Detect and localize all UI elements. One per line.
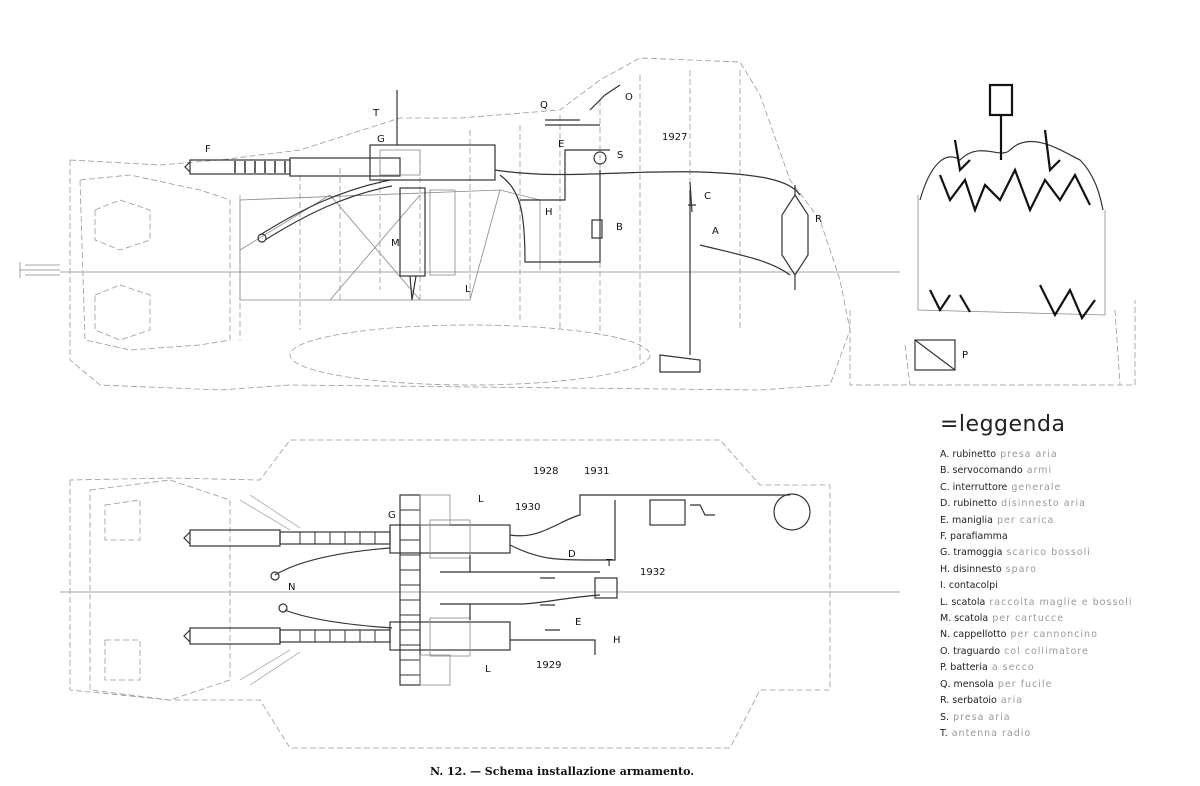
- callout-C: C: [704, 191, 711, 202]
- legend-list: A. rubinetto presa aria B. servocomando …: [940, 447, 1180, 742]
- callout-D: D: [568, 549, 576, 560]
- callout-1929: 1929: [536, 660, 561, 671]
- legend-item: D. rubinetto disinnesto aria: [940, 498, 1086, 510]
- callout-L-plan-bottom: L: [485, 664, 491, 675]
- legend-title: =leggenda: [940, 412, 1066, 437]
- legend-item: A. rubinetto presa aria: [940, 449, 1058, 460]
- callout-E-plan: E: [575, 617, 581, 628]
- callout-S: S: [617, 150, 623, 161]
- figure-caption: N. 12. — Schema installazione armamento.: [430, 765, 695, 778]
- legend-item: I. contacolpi: [940, 580, 998, 592]
- callout-1932: 1932: [640, 567, 665, 578]
- callout-Q: Q: [540, 100, 548, 111]
- callout-L-plan-top: L: [478, 494, 484, 505]
- plan-upper-gun: [183, 519, 511, 559]
- callout-G: G: [377, 134, 385, 145]
- callout-O: O: [625, 92, 633, 103]
- legend-item: G. tramoggia scarico bossoli: [940, 547, 1091, 559]
- legend-item: C. interruttore generale: [940, 481, 1062, 493]
- legend-item: R. serbatoio aria: [940, 695, 1024, 707]
- callout-1928: 1928: [533, 466, 558, 477]
- side-view: [19, 57, 900, 391]
- plan-callouts: 1928 1931 1930 G L D T 1932 N E H 1929 L: [288, 466, 665, 675]
- legend-item: S. presa aria: [940, 711, 1011, 723]
- callout-G-plan: G: [388, 510, 396, 521]
- legend-item: O. traguardo col collimatore: [940, 645, 1089, 657]
- callout-1927: 1927: [662, 132, 687, 143]
- legend-item: H. disinnesto sparo: [940, 563, 1037, 575]
- callout-T: T: [372, 108, 380, 119]
- callout-L: L: [465, 284, 471, 295]
- callout-H: H: [545, 207, 553, 218]
- legend-item: L. scatola raccolta maglie e bossoli: [940, 596, 1133, 608]
- front-section-view: P: [849, 83, 1136, 386]
- callout-T-plan: T: [605, 558, 613, 569]
- callout-1930: 1930: [515, 502, 540, 513]
- legend: =leggenda A. rubinetto presa aria B. ser…: [940, 412, 1180, 742]
- legend-item: F. parafiamma: [940, 531, 1008, 543]
- callout-E: E: [558, 139, 564, 150]
- callout-P: P: [962, 350, 968, 361]
- callout-A: A: [712, 226, 719, 237]
- legend-item: Q. mensola per fucile: [940, 678, 1053, 690]
- callout-F: F: [205, 144, 211, 155]
- callout-1931: 1931: [584, 466, 609, 477]
- legend-item: M. scatola per cartucce: [940, 613, 1065, 625]
- callout-N: N: [288, 582, 295, 593]
- callout-B: B: [616, 222, 623, 233]
- legend-item: T. antenna radio: [940, 727, 1032, 739]
- callout-M: M: [391, 238, 400, 249]
- plan-view: [60, 439, 900, 749]
- legend-item: B. servocomando armi: [940, 465, 1053, 477]
- side-machine-gun: [184, 144, 496, 243]
- callout-H-plan: H: [613, 635, 621, 646]
- legend-item: N. cappellotto per cannoncino: [940, 629, 1098, 641]
- callout-R: R: [815, 214, 822, 225]
- plan-lower-gun: [183, 617, 511, 657]
- legend-item: E. maniglia per carica: [940, 514, 1055, 526]
- side-callouts: T F G M L Q O E S 1927 H B C A R: [205, 92, 822, 295]
- legend-item: P. batteria a secco: [940, 662, 1035, 674]
